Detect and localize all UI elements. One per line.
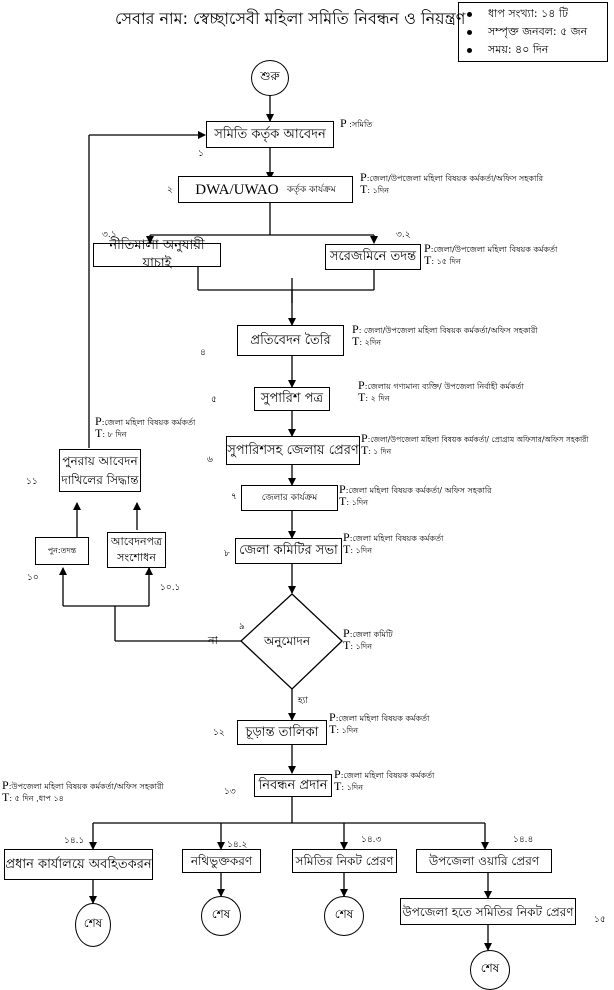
step-9-note: P:জেলা কমিটি T: ১দিন (343, 626, 393, 652)
step-5-box: সুপারিশ পত্র (254, 387, 330, 411)
step-11-number: ১১ (26, 477, 38, 487)
end-node-14-1: শেষ (75, 903, 111, 947)
step-13-box: নিবন্ধন প্রদান (254, 774, 332, 797)
step-15-box: উপজেলা হতে সমিতির নিকট প্রেরণ (400, 898, 576, 925)
bullet-icon (467, 47, 472, 53)
step-14-2-number: ১৪.২ (227, 840, 248, 850)
step-12-box: চূড়ান্ত তালিকা (237, 720, 327, 745)
summary-box: ধাপ সংখ্যা: ১৪ টি সম্পৃক্ত জনবল: ৫ জন সম… (458, 2, 608, 62)
decision-no-label: না (208, 634, 218, 647)
bullet-icon (467, 29, 472, 35)
step-14-4-box: উপজেলা ওয়ারি প্রেরণ (416, 849, 552, 873)
step-8-note: P:জেলা মহিলা বিষয়ক কর্মকর্তা T: ১দিন (343, 530, 444, 556)
step-8-number: ৮ (224, 549, 230, 559)
summary-steps: ধাপ সংখ্যা: ১৪ টি (465, 5, 601, 23)
step-4-note: P: জেলা/উপজেলা মহিলা বিষয়ক কর্মকর্তা/অফ… (352, 322, 538, 348)
step-9-number: ৯ (239, 622, 245, 632)
bullet-icon (467, 11, 472, 17)
step-14-3-number: ১৪.৩ (361, 835, 382, 845)
end-node-14-2: শেষ (201, 896, 241, 936)
step-12-note: P:জেলা মহিলা বিষয়ক কর্মকর্তা T: ১দিন (329, 710, 430, 736)
end-node-15: শেষ (470, 950, 510, 990)
step-11-note: P:জেলা মহিলা বিষয়ক কর্মকর্তা T: ৮ দিন (95, 414, 196, 440)
step-3-2-box: সরেজমিনে তদন্ত (325, 244, 421, 270)
step-1-box: সমিতি কর্তৃক আবেদন (206, 121, 334, 148)
step-14-3-box: সমিতির নিকট প্রেরণ (292, 849, 397, 873)
step-5-note: P:জেলায় গণ্যমান্য ব্যক্তি/ উপজেলা নির্ব… (358, 378, 524, 404)
step-3-1-box: নীতিমালা অনুযায়ী যাচাই (93, 238, 221, 271)
end-node-14-3: শেষ (324, 896, 364, 936)
step-13-number: ১৩ (224, 787, 236, 797)
step-4-box: প্রতিবেদন তৈরি (237, 325, 344, 356)
step-10-1-box: আবেদনপত্র সংশোধন (107, 532, 166, 568)
step-14-4-number: ১৪.৪ (513, 835, 534, 845)
step-14-1-number: ১৪.১ (64, 836, 85, 846)
decision-diamond (240, 593, 343, 690)
step-7-box: জেলার কার্যক্রম (241, 485, 338, 511)
step-10-box: পুন:তদন্ত (35, 537, 89, 565)
step-14-note: P:উপজেলা মহিলা বিষয়ক কর্মকর্তা/অফিস সহক… (2, 778, 164, 804)
step-2-box: DWA/UWAO কর্তৃক কার্যক্রম (178, 176, 353, 203)
step-9-label: অনুমোদন (264, 634, 310, 648)
page-title: সেবার নাম: স্বেচ্ছাসেবী মহিলা সমিতি নিবন… (115, 9, 466, 28)
step-7-number: ৭ (231, 492, 237, 502)
step-1-number: ১ (198, 149, 204, 159)
step-3-2-note: P:জেলা/উপজেলা মহিলা বিষয়ক কর্মকর্তা T: … (424, 241, 558, 267)
step-14-2-box: নথিভুক্তকরণ (182, 849, 261, 873)
step-3-1-number: ৩.১ (102, 230, 117, 240)
step-14-1-box: প্রধান কার্যালয়ে অবহিতকরন (4, 849, 153, 880)
step-10-1-number: ১০.১ (160, 583, 181, 593)
step-6-note: P:জেলা/উপজেলা মহিলা বিষয়ক কর্মকর্তা/ প্… (361, 431, 589, 457)
step-12-number: ১২ (213, 728, 225, 738)
step-4-number: ৪ (200, 348, 206, 358)
decision-yes-label: হ্যা (298, 696, 308, 706)
step-8-box: জেলা কমিটির সভা (235, 538, 342, 564)
summary-time: সময়: ৪০ দিন (465, 41, 601, 59)
step-13-note: P:জেলা মহিলা বিষয়ক কর্মকর্তা T: ১দিন (334, 767, 435, 793)
step-15-number: ১৫ (594, 915, 606, 925)
step-6-number: ৬ (207, 455, 213, 465)
step-2-note: P:জেলা/উপজেলা মহিলা বিষয়ক কর্মকর্তা/অফি… (360, 170, 544, 196)
step-5-number: ৫ (211, 395, 217, 405)
step-11-box: পুনরায় আবেদন দাখিলের সিদ্ধান্ত (59, 449, 141, 492)
step-1-note: P :সমিতি (340, 116, 373, 130)
step-7-note: P:জেলা মহিলা বিষয়ক কর্মকর্তা/ অফিস সহকা… (339, 482, 492, 508)
summary-manpower: সম্পৃক্ত জনবল: ৫ জন (465, 23, 601, 41)
step-6-box: সুপারিশসহ জেলায় প্রেরণ (226, 436, 360, 465)
step-10-number: ১০ (27, 573, 39, 583)
step-2-number: ২ (167, 185, 173, 195)
step-3-2-number: ৩.২ (396, 230, 411, 240)
start-node: শুরু (251, 60, 289, 96)
